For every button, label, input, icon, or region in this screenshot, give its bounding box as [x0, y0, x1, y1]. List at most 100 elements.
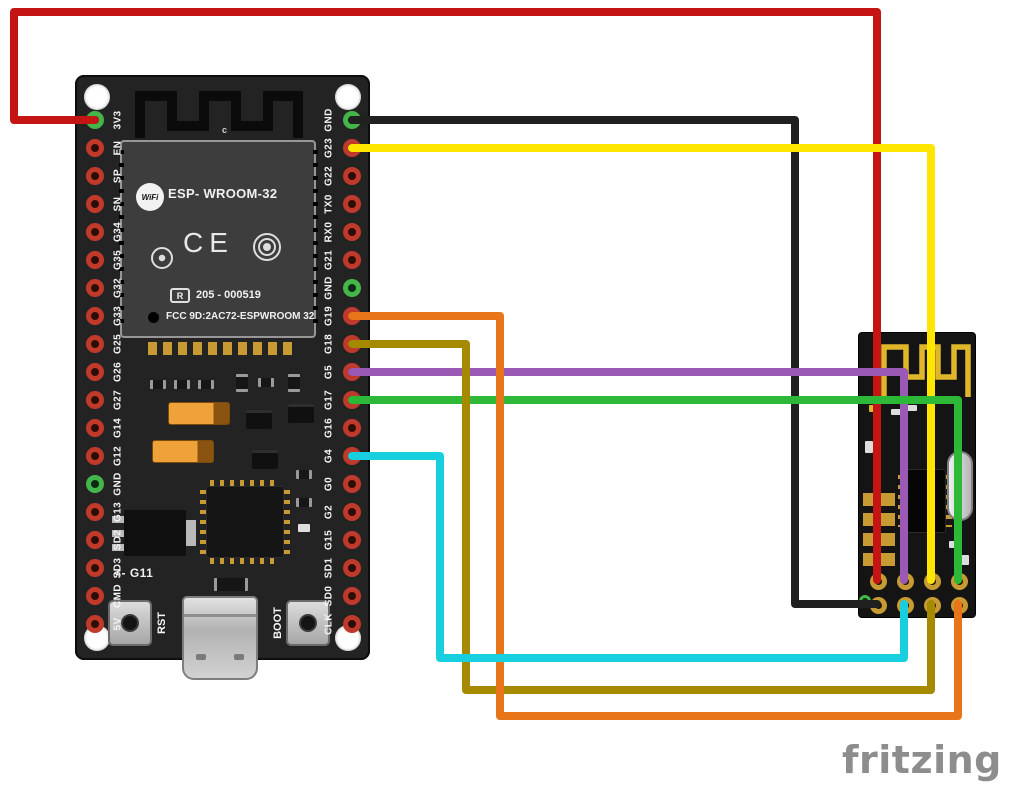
esp32-pin-en[interactable] — [86, 139, 104, 157]
nrf-pin-bottom-4[interactable] — [950, 596, 968, 614]
esp32-pin-cmd[interactable] — [86, 587, 104, 605]
esp32-pin-g34[interactable] — [86, 223, 104, 241]
nrf-pin-top-1[interactable] — [869, 572, 887, 590]
esp32-pin-label-g35: G35 — [112, 249, 124, 271]
esp32-pin-g4[interactable] — [343, 447, 361, 465]
smd-part — [174, 380, 190, 389]
smd-part — [949, 541, 961, 548]
nrf-pin-top-3[interactable] — [923, 572, 941, 590]
esp32-pin-sp[interactable] — [86, 167, 104, 185]
nrf-pin-bottom-2[interactable] — [896, 596, 914, 614]
module-name: ESP- WROOM-32 — [168, 186, 278, 201]
wire-cyan-g4-irq[interactable] — [348, 452, 908, 662]
esp32-pin-sd0[interactable] — [343, 587, 361, 605]
transistor-3 — [252, 450, 278, 469]
esp32-pin-g14[interactable] — [86, 419, 104, 437]
esp32-pin-sd1[interactable] — [343, 559, 361, 577]
nrf24l01-board[interactable] — [858, 332, 976, 618]
esp32-pin-sn[interactable] — [86, 195, 104, 213]
esp32-pin-g27[interactable] — [86, 391, 104, 409]
esp32-pin-g15[interactable] — [343, 531, 361, 549]
esp32-pin-g16[interactable] — [343, 419, 361, 437]
esp32-pin-label-sd3: SD3 — [112, 557, 124, 579]
castellation-right — [313, 150, 318, 330]
esp32-pin-g25[interactable] — [86, 335, 104, 353]
rst-button-cap[interactable] — [121, 614, 139, 632]
esp32-pin-gnd[interactable] — [86, 475, 104, 493]
esp32-pin-label-g4: G4 — [323, 448, 335, 464]
esp32-pin-5v[interactable] — [86, 615, 104, 633]
esp32-pin-label-sd0: SD0 — [323, 585, 335, 607]
esp32-pin-rx0[interactable] — [343, 223, 361, 241]
esp32-pin-label-g27: G27 — [112, 389, 124, 411]
esp32-pin-g26[interactable] — [86, 363, 104, 381]
smd-part — [907, 405, 917, 411]
voltage-regulator — [124, 510, 186, 556]
esp32-pin-gnd[interactable] — [343, 111, 361, 129]
boot-button-cap[interactable] — [299, 614, 317, 632]
nrf-pad-grid — [881, 493, 895, 569]
esp32-pin-g2[interactable] — [343, 503, 361, 521]
esp32-pin-g32[interactable] — [86, 279, 104, 297]
wire-olive-g18-sck[interactable] — [348, 340, 935, 694]
rst-button[interactable] — [108, 600, 152, 646]
esp32-pin-label-g15: G15 — [323, 529, 335, 551]
smd-part — [296, 498, 312, 507]
wire-black-gnd-to-gnd[interactable] — [348, 116, 881, 608]
boot-button[interactable] — [286, 600, 330, 646]
cert-icon — [151, 247, 173, 269]
esp32-pin-g17[interactable] — [343, 391, 361, 409]
esp32-pin-label-en: EN — [112, 140, 124, 156]
esp32-pin-g18[interactable] — [343, 335, 361, 353]
esp32-pin-label-sp: SP — [112, 168, 124, 184]
esp32-pin-label-sn: SN — [112, 196, 124, 212]
watermark: fritzing — [842, 738, 1002, 782]
nrf-pad-grid — [863, 493, 877, 569]
mounting-hole — [84, 84, 110, 110]
capacitor-1 — [168, 402, 230, 425]
esp32-pin-gnd[interactable] — [343, 279, 361, 297]
nrf-pin-top-4[interactable] — [950, 572, 968, 590]
wire-yellow-g23-mosi[interactable] — [348, 144, 935, 584]
esp32-board[interactable]: c WiFi ESP- WROOM-32 CE R 205 - 000519 F… — [75, 75, 370, 680]
esp32-pin-g22[interactable] — [343, 167, 361, 185]
esp32-pin-label-g14: G14 — [112, 417, 124, 439]
esp32-pin-g0[interactable] — [343, 475, 361, 493]
esp32-pin-g35[interactable] — [86, 251, 104, 269]
esp32-pin-label-g34: G34 — [112, 221, 124, 243]
nrf-pin-bottom-3[interactable] — [923, 596, 941, 614]
esp32-pin-clk[interactable] — [343, 615, 361, 633]
esp32-pin-label-g16: G16 — [323, 417, 335, 439]
esp32-pin-tx0[interactable] — [343, 195, 361, 213]
esp32-pin-label-gnd: GND — [323, 276, 335, 300]
esp32-pin-sd2[interactable] — [86, 531, 104, 549]
esp32-pin-label-g19: G19 — [323, 305, 335, 327]
esp32-pin-g23[interactable] — [343, 139, 361, 157]
esp32-pin-label-g17: G17 — [323, 389, 335, 411]
esp32-pin-g12[interactable] — [86, 447, 104, 465]
esp32-pin-g19[interactable] — [343, 307, 361, 325]
wire-purple-g5-csn[interactable] — [348, 368, 908, 584]
esp32-pin-g13[interactable] — [86, 503, 104, 521]
esp32-pin-label-g33: G33 — [112, 305, 124, 327]
esp32-pin-3v3[interactable] — [86, 111, 104, 129]
esp32-pin-g5[interactable] — [343, 363, 361, 381]
mcu-chip — [206, 486, 284, 558]
esp32-pin-label-g25: G25 — [112, 333, 124, 355]
rst-label: RST — [156, 612, 168, 634]
esp32-pin-g21[interactable] — [343, 251, 361, 269]
esp32-pin-g33[interactable] — [86, 307, 104, 325]
esp32-pin-sd3[interactable] — [86, 559, 104, 577]
nrf-pin-bottom-1[interactable] — [869, 596, 887, 614]
regulator-tab — [186, 520, 196, 546]
esp32-pin-label-gnd: GND — [112, 472, 124, 496]
usb-connector — [182, 596, 258, 680]
esp32-pin-label-g13: G13 — [112, 501, 124, 523]
smd-part — [236, 374, 248, 392]
esp32-pin-label-g26: G26 — [112, 361, 124, 383]
esp32-pin-label-g32: G32 — [112, 277, 124, 299]
nrf-pin-top-2[interactable] — [896, 572, 914, 590]
led — [298, 524, 310, 532]
smd-part — [198, 380, 214, 389]
